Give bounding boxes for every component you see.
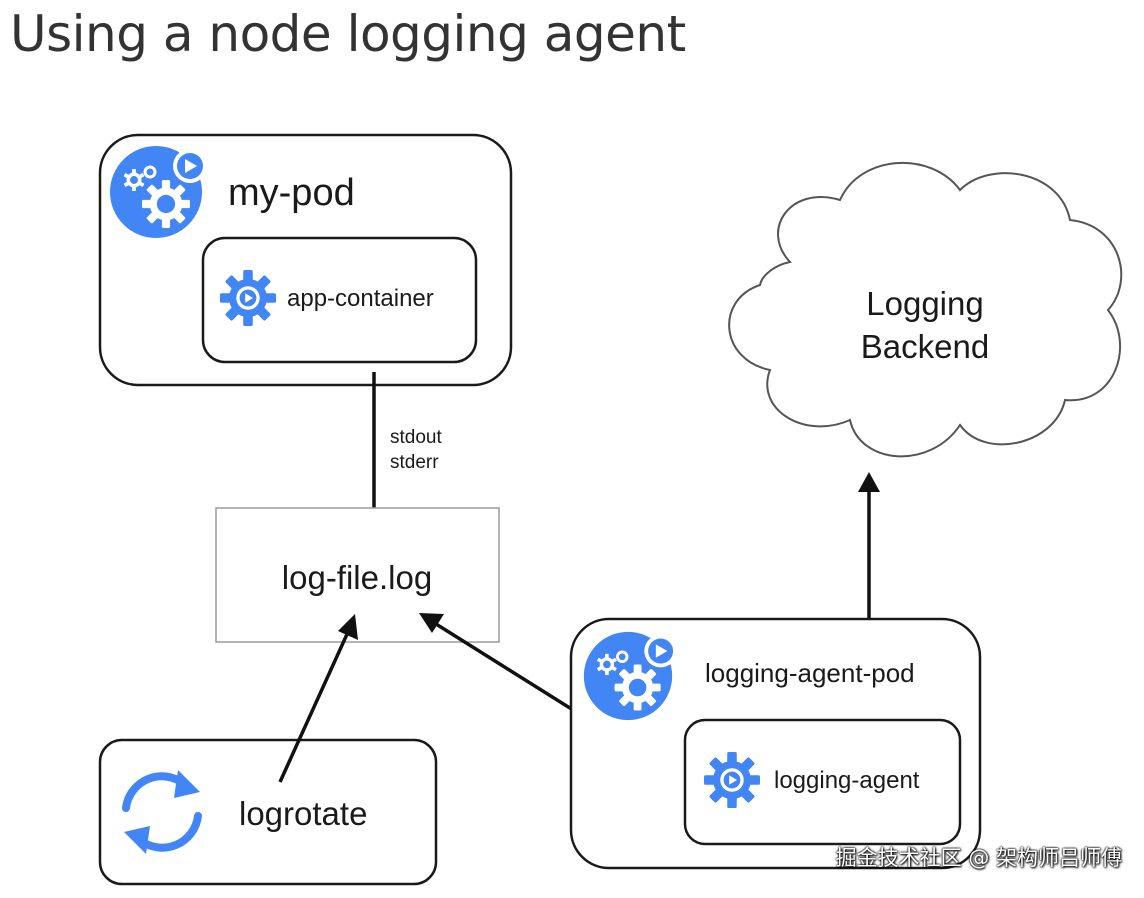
backend-label-line2: Backend (861, 328, 989, 365)
watermark: 掘金技术社区 @ 架构师吕师傅 (835, 846, 1122, 870)
rotate-arrows-icon (122, 770, 202, 854)
log-file-box (215, 507, 500, 643)
logging-backend-cloud (728, 161, 1123, 458)
app-container-label: app-container (287, 285, 434, 312)
container-gear-icon (220, 270, 276, 326)
logrotate-arrow (278, 631, 350, 783)
logrotate-arrowhead (338, 614, 358, 640)
container-gear-icon (704, 752, 760, 808)
agent-arrowhead (419, 613, 444, 633)
logrotate-label: logrotate (239, 795, 367, 832)
page-title: Using a node logging agent (10, 5, 686, 63)
log-file-label: log-file.log (282, 559, 432, 596)
stdout-label: stdout (390, 427, 442, 448)
my-pod-label: my-pod (228, 172, 355, 214)
stderr-label: stderr (390, 452, 439, 473)
logging-agent-label: logging-agent (774, 767, 920, 794)
logging-agent-pod-label: logging-agent-pod (705, 658, 915, 688)
backend-label-line1: Logging (866, 285, 983, 322)
app-container-box (201, 236, 478, 364)
logging-agent-box (683, 718, 962, 846)
backend-arrowhead-up (858, 472, 880, 492)
